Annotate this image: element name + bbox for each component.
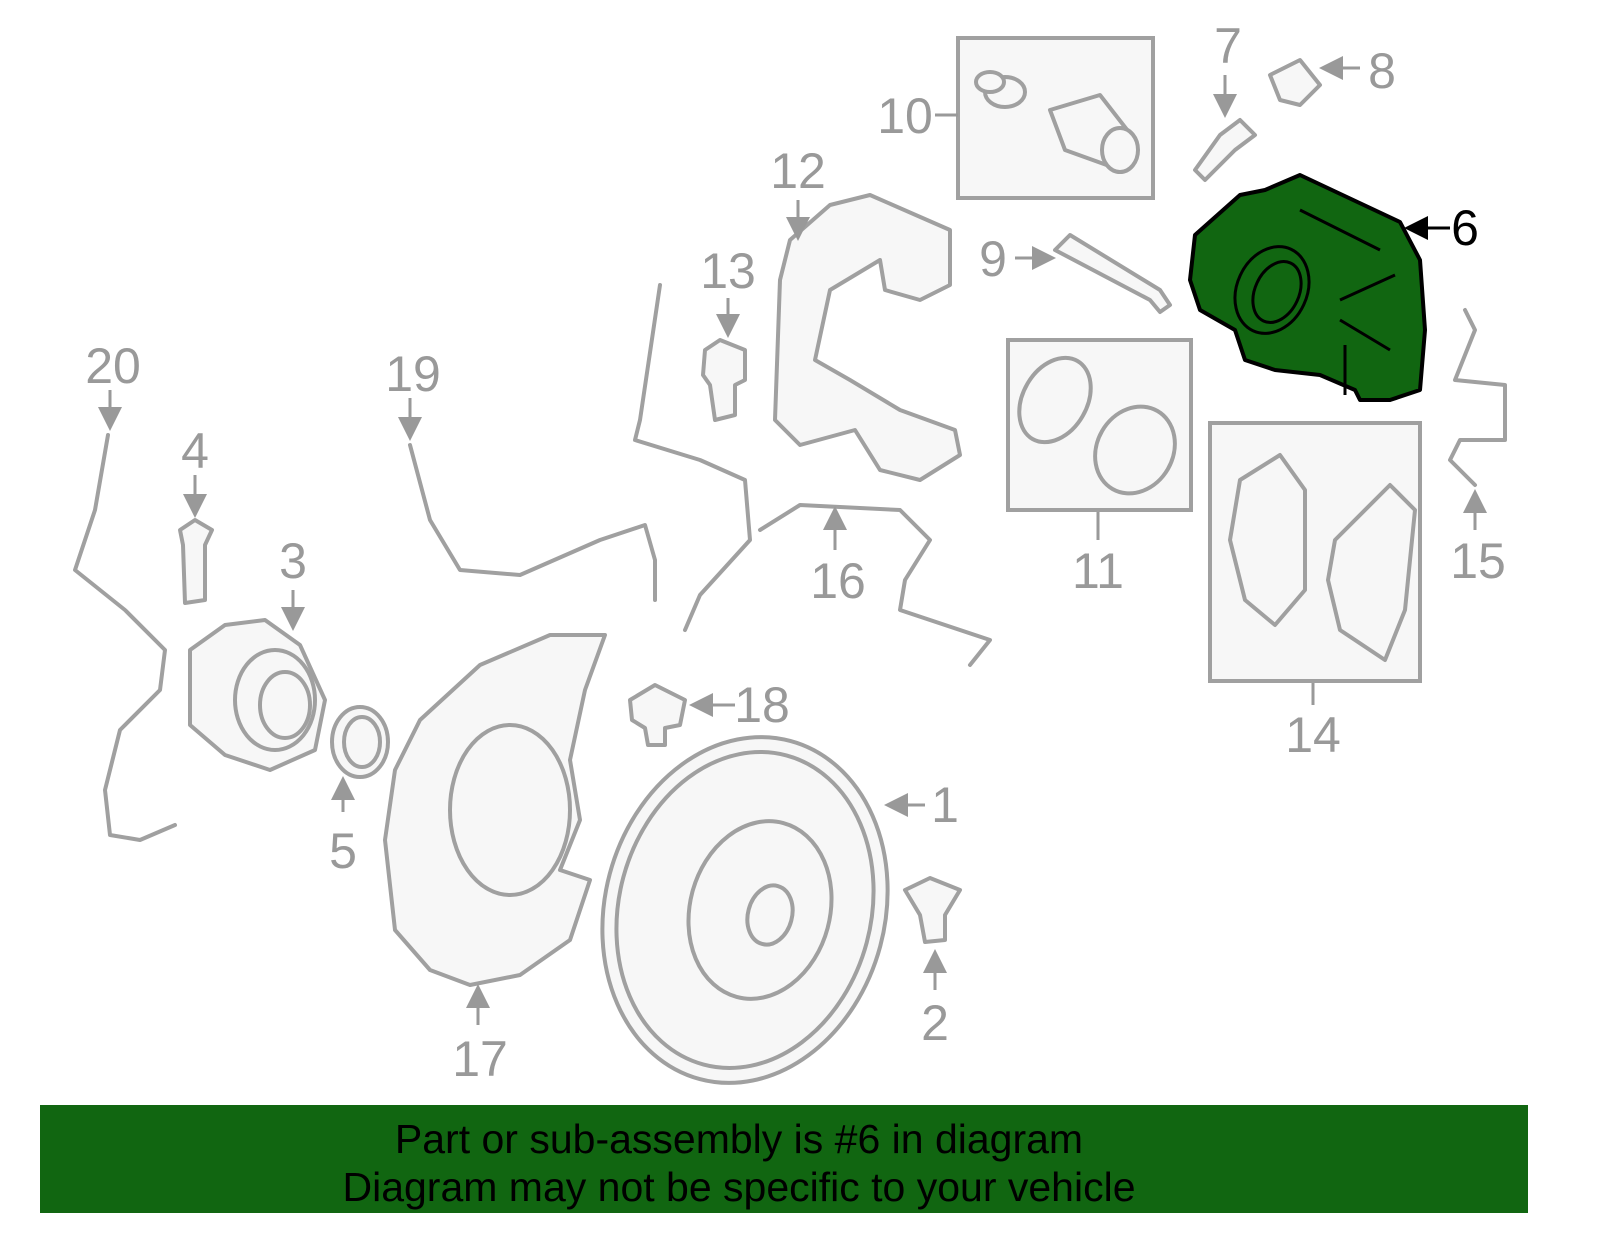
callout-label-1[interactable]: 1 [931,777,959,833]
callout-label-11[interactable]: 11 [1072,543,1124,599]
callout-label-8[interactable]: 8 [1368,43,1396,99]
callout-label-15[interactable]: 15 [1450,533,1506,589]
callout-label-17[interactable]: 17 [452,1031,508,1087]
callout-label-14[interactable]: 14 [1285,707,1341,763]
part-20-abs-sensor [73,433,177,842]
part-11-seal [1017,355,1093,445]
callout-label-18[interactable]: 18 [734,677,790,733]
callout-label-4[interactable]: 4 [181,423,209,479]
part-2-wheel-stud [903,876,962,944]
callout-label-19[interactable]: 19 [385,346,441,402]
banner-line-1: Part or sub-assembly is #6 in diagram [394,1116,1084,1162]
callout-label-13[interactable]: 13 [700,243,756,299]
part-10-guide-bushings [974,70,1140,174]
callout-label-5[interactable]: 5 [329,823,357,879]
callout-label-7[interactable]: 7 [1214,18,1242,74]
callout-label-12[interactable]: 12 [770,143,826,199]
part-15-spring-clip [1448,308,1507,487]
callout-label-9[interactable]: 9 [979,231,1007,287]
part-12-caliper-carrier [773,193,962,482]
part-9-guide-pin [1053,233,1172,314]
callout-label-20[interactable]: 20 [85,338,141,394]
part-6-brake-caliper[interactable] [1188,173,1427,402]
callout-label-2[interactable]: 2 [921,995,949,1051]
part-17-dust-shield [383,633,607,987]
callout-label-6[interactable]: 6 [1451,200,1479,256]
part-7-bleeder [1193,118,1257,182]
part-3-wheel-hub [188,618,327,772]
part-1-brake-rotor [600,735,890,1085]
part-14-pads [1228,453,1307,627]
info-banner: Part or sub-assembly is #6 in diagram Di… [40,1105,1528,1213]
part-19-wear-sensor [408,443,657,602]
part-13-bolt [701,338,747,422]
banner-line-2: Diagram may not be specific to your vehi… [342,1164,1136,1210]
callout-label-10[interactable]: 10 [877,88,933,144]
callout-leaders [98,56,1487,1025]
callout-label-3[interactable]: 3 [279,533,307,589]
part-18-bolt [628,683,687,747]
part-16-wear-sensor [633,283,752,632]
part-8-cap [1268,58,1322,107]
part-4-bolt [178,518,214,605]
callout-label-16[interactable]: 16 [810,553,866,609]
